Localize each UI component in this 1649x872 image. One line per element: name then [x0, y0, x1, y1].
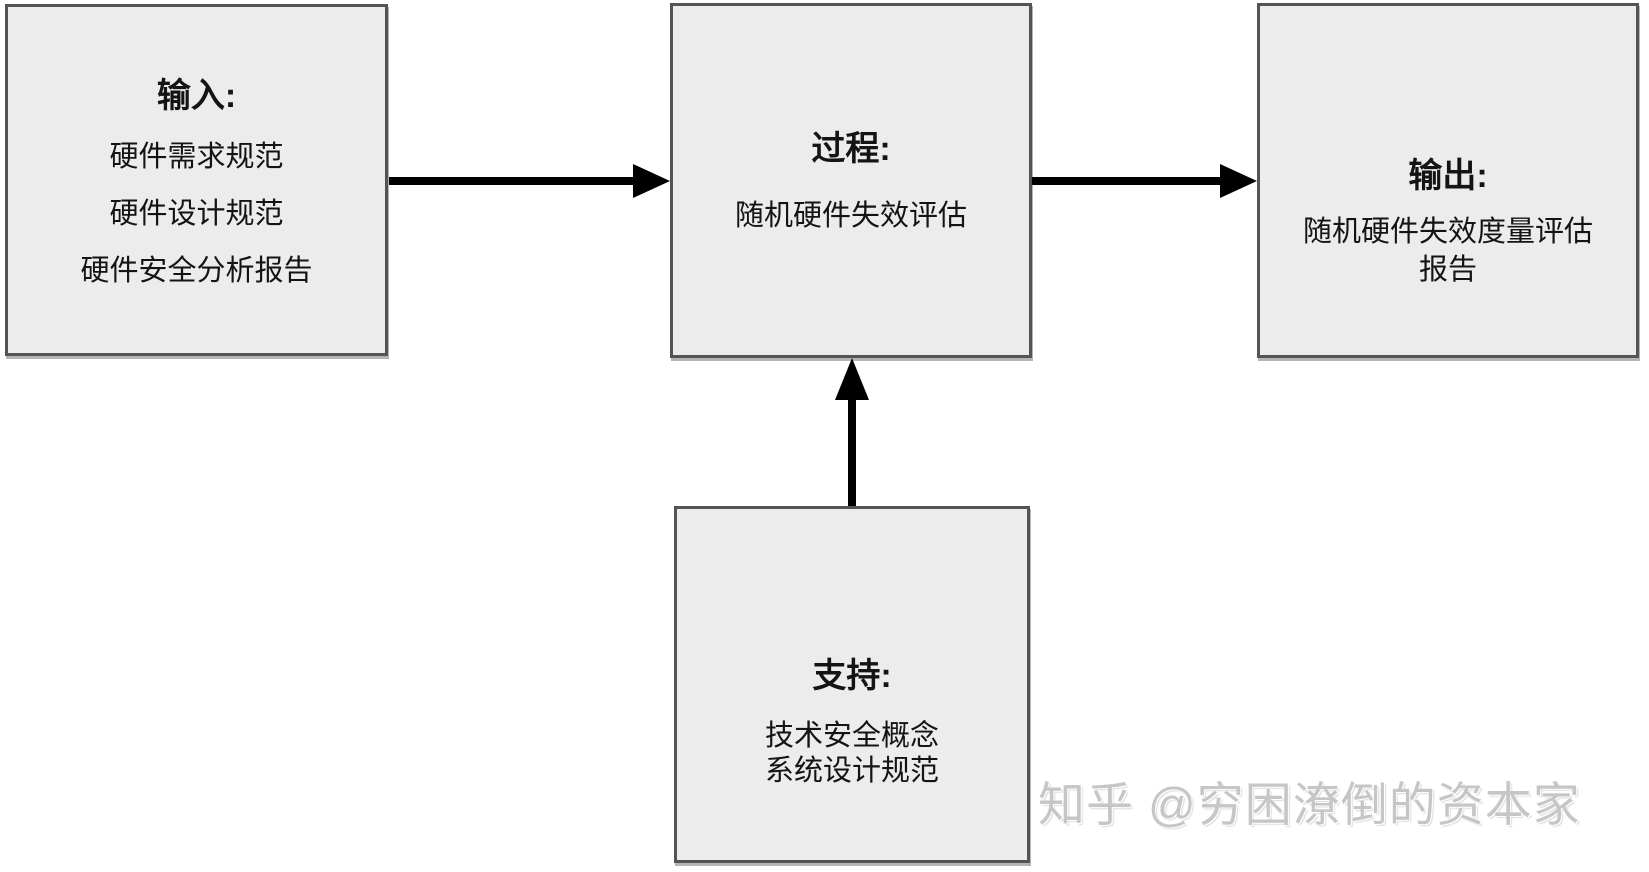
node-process-line: 随机硬件失效评估 [734, 199, 967, 232]
node-output-line: 随机硬件失效度量评估报告 [1302, 215, 1593, 286]
node-support-line: 系统设计规范 [764, 754, 939, 787]
node-input-line: 硬件设计规范 [109, 197, 284, 230]
node-support: 支持: 技术安全概念 系统设计规范 [674, 506, 1030, 863]
arrow-right-icon [1220, 164, 1257, 198]
arrow-right-icon [633, 164, 670, 198]
node-input-line: 硬件安全分析报告 [80, 254, 313, 287]
node-process-title: 过程: [811, 129, 891, 168]
node-input: 输入: 硬件需求规范 硬件设计规范 硬件安全分析报告 [5, 4, 388, 356]
arrow-process-to-output [1032, 164, 1257, 198]
node-support-line: 技术安全概念 [764, 719, 939, 752]
node-output-title: 输出: [1408, 156, 1488, 195]
node-output: 输出: 随机硬件失效度量评估报告 [1257, 3, 1639, 358]
arrow-support-to-process [835, 358, 869, 506]
node-input-line: 硬件需求规范 [109, 140, 284, 173]
node-process: 过程: 随机硬件失效评估 [670, 3, 1032, 358]
arrow-input-to-process [389, 164, 670, 198]
node-support-title: 支持: [812, 656, 892, 695]
watermark: 知乎 @穷困潦倒的资本家 [1038, 778, 1581, 831]
node-input-title: 输入: [156, 76, 237, 115]
arrow-up-icon [835, 358, 869, 400]
